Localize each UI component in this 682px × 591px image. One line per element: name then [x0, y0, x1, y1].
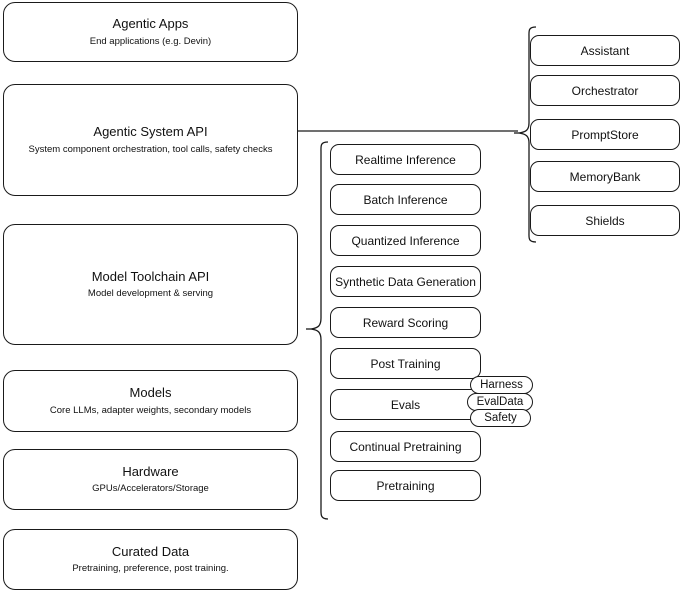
- evals-subitem-label: Harness: [480, 379, 523, 391]
- layer-title: Curated Data: [111, 543, 190, 559]
- layer-title: Models: [129, 385, 172, 401]
- component-orchestrator[interactable]: Orchestrator: [530, 75, 680, 106]
- evals-subitem-label: Safety: [484, 412, 517, 424]
- capability-pretraining[interactable]: Pretraining: [330, 470, 481, 501]
- component-label: Assistant: [580, 43, 630, 58]
- component-label: Orchestrator: [571, 83, 639, 98]
- layer-subtitle: Model development & serving: [87, 288, 214, 300]
- layer-models[interactable]: Models Core LLMs, adapter weights, secon…: [3, 370, 298, 432]
- capability-continual-pretraining[interactable]: Continual Pretraining: [330, 431, 481, 462]
- component-label: MemoryBank: [569, 169, 641, 184]
- capability-label: Pretraining: [376, 478, 435, 493]
- layer-subtitle: System component orchestration, tool cal…: [28, 143, 273, 155]
- capability-label: Continual Pretraining: [349, 439, 462, 454]
- layer-subtitle: GPUs/Accelerators/Storage: [92, 483, 209, 495]
- capability-quantized-inference[interactable]: Quantized Inference: [330, 225, 481, 256]
- layer-title: Agentic Apps: [112, 16, 189, 32]
- capability-label: Reward Scoring: [362, 315, 449, 330]
- capability-label: Realtime Inference: [355, 152, 456, 167]
- layer-curated-data[interactable]: Curated Data Pretraining, preference, po…: [3, 529, 298, 590]
- capability-label: Quantized Inference: [351, 233, 460, 248]
- layer-title: Model Toolchain API: [91, 268, 210, 284]
- layer-model-toolchain-api[interactable]: Model Toolchain API Model development & …: [3, 224, 298, 345]
- layer-subtitle: Pretraining, preference, post training.: [72, 563, 229, 575]
- capability-reward-scoring[interactable]: Reward Scoring: [330, 307, 481, 338]
- capability-label: Evals: [390, 397, 421, 412]
- component-promptstore[interactable]: PromptStore: [530, 119, 680, 150]
- capability-post-training[interactable]: Post Training: [330, 348, 481, 379]
- component-assistant[interactable]: Assistant: [530, 35, 680, 66]
- capability-label: Batch Inference: [363, 192, 448, 207]
- evals-subitem-harness[interactable]: Harness: [470, 376, 533, 394]
- layer-subtitle: Core LLMs, adapter weights, secondary mo…: [49, 404, 252, 416]
- component-label: PromptStore: [571, 127, 639, 142]
- capability-label: Post Training: [370, 356, 441, 371]
- component-shields[interactable]: Shields: [530, 205, 680, 236]
- layer-hardware[interactable]: Hardware GPUs/Accelerators/Storage: [3, 449, 298, 510]
- capability-synthetic-data-generation[interactable]: Synthetic Data Generation: [330, 266, 481, 297]
- capability-label: Synthetic Data Generation: [335, 274, 476, 289]
- component-label: Shields: [585, 213, 625, 228]
- layer-agentic-system-api[interactable]: Agentic System API System component orch…: [3, 84, 298, 196]
- evals-subitem-label: EvalData: [476, 396, 524, 408]
- capability-realtime-inference[interactable]: Realtime Inference: [330, 144, 481, 175]
- layer-title: Agentic System API: [93, 124, 208, 140]
- layer-title: Hardware: [122, 463, 179, 479]
- capability-batch-inference[interactable]: Batch Inference: [330, 184, 481, 215]
- brace-toolchain-capabilities: [306, 141, 328, 520]
- layer-subtitle: End applications (e.g. Devin): [89, 35, 212, 47]
- connector-system-api-to-components: [298, 130, 518, 132]
- component-memorybank[interactable]: MemoryBank: [530, 161, 680, 192]
- layer-agentic-apps[interactable]: Agentic Apps End applications (e.g. Devi…: [3, 2, 298, 62]
- capability-evals[interactable]: Evals: [330, 389, 481, 420]
- evals-subitem-safety[interactable]: Safety: [470, 409, 531, 427]
